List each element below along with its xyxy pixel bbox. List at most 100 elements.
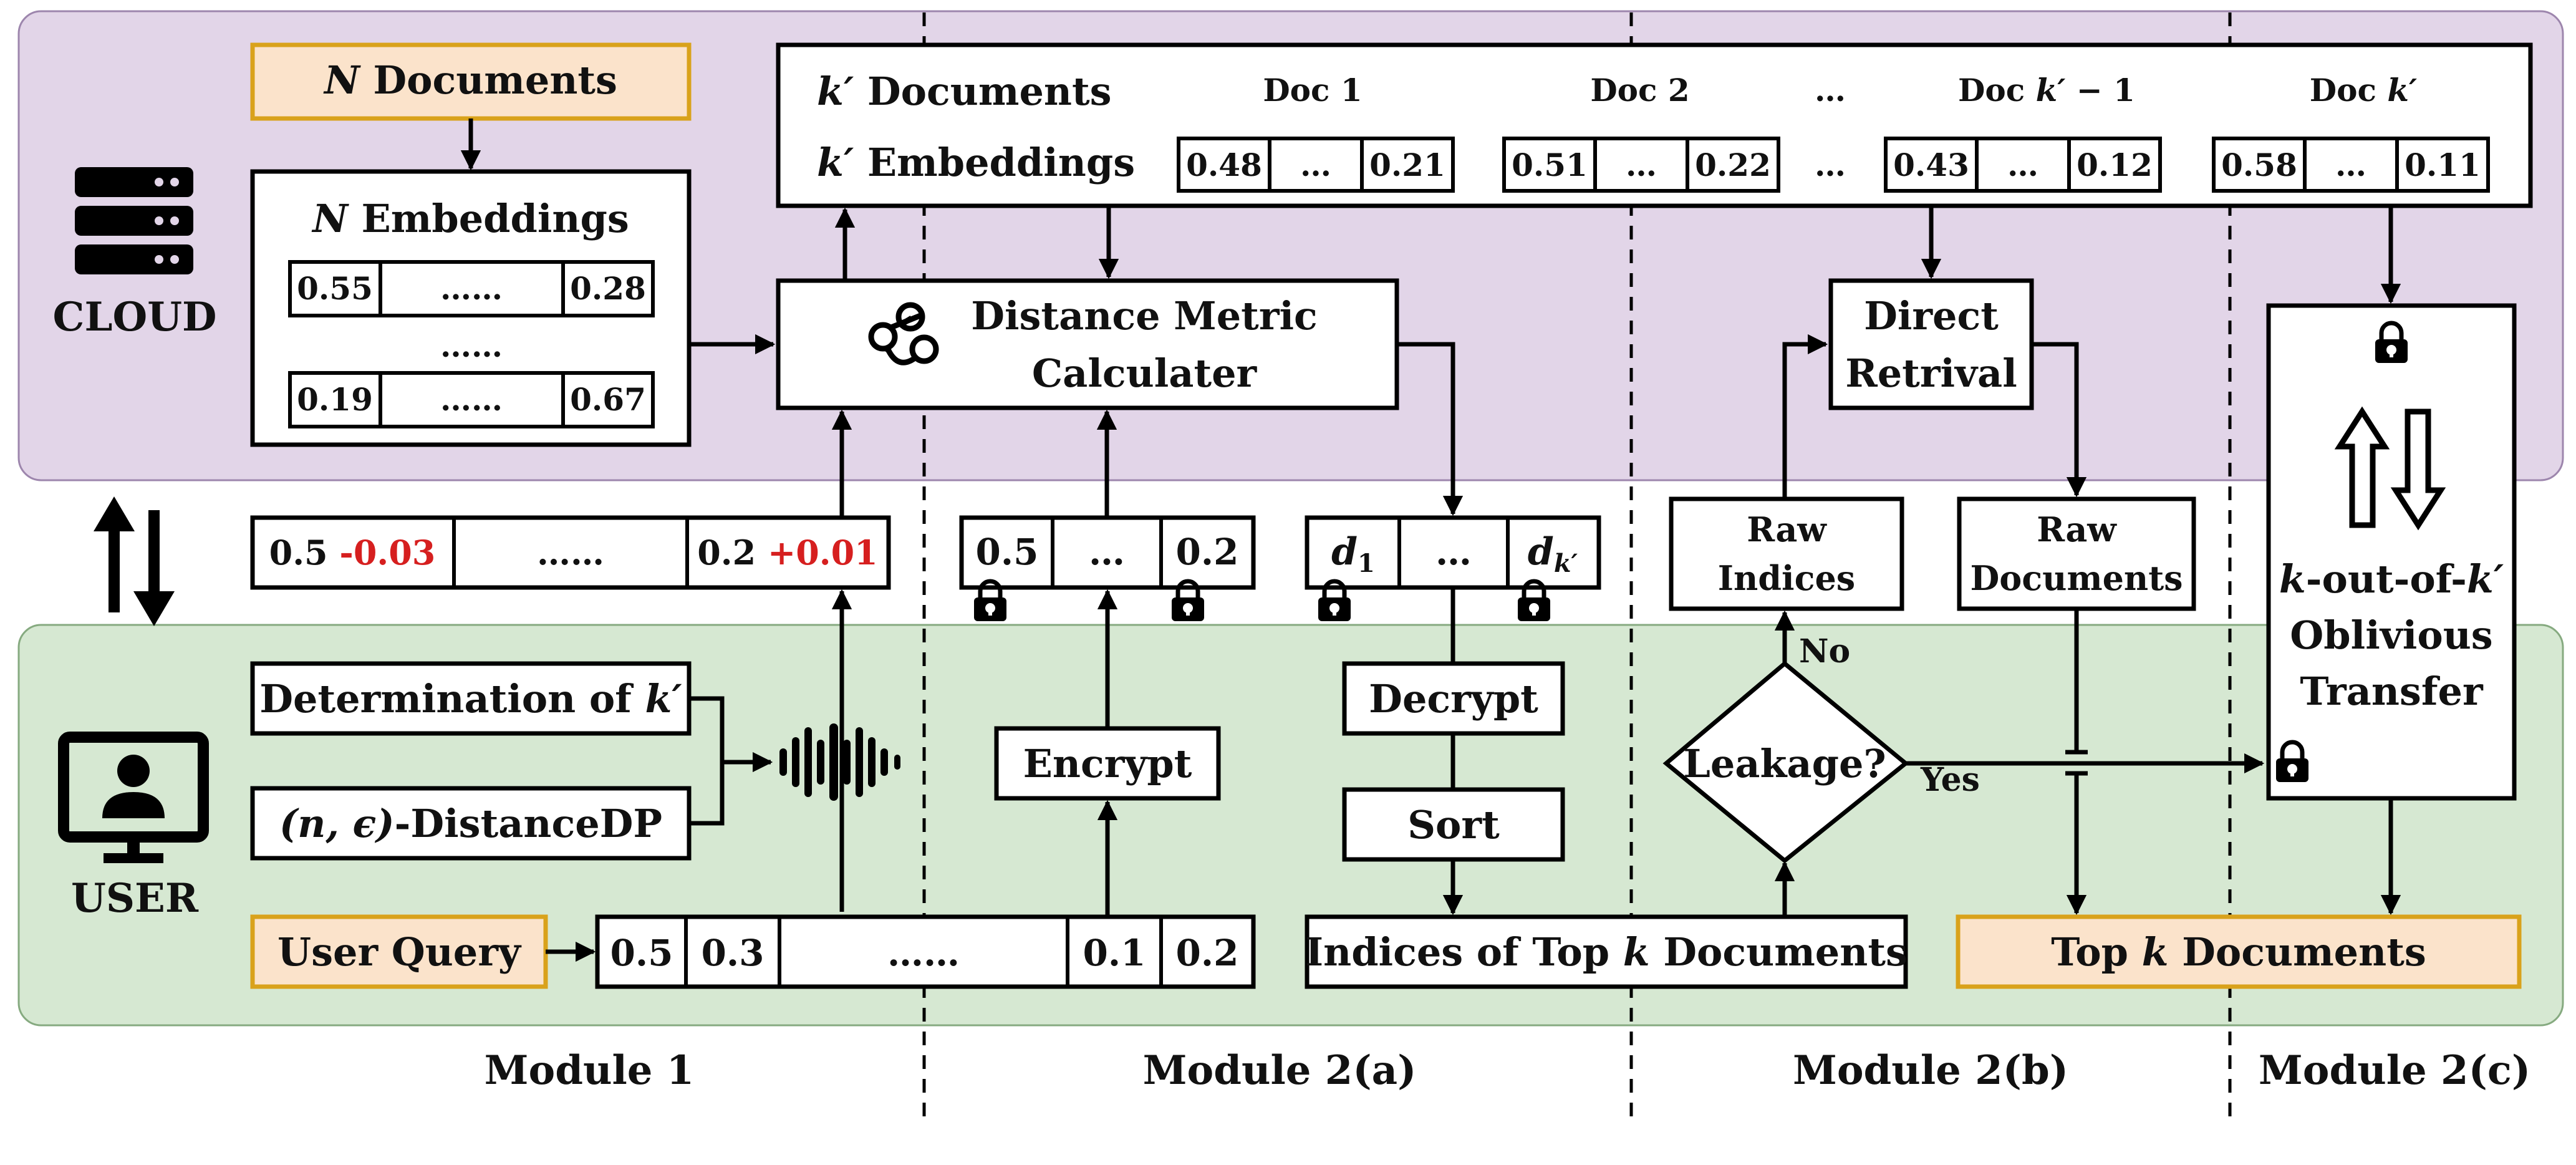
svg-text:0.5: 0.5 bbox=[610, 932, 673, 974]
svg-text:0.3: 0.3 bbox=[702, 932, 765, 974]
embedding-ellipsis: … bbox=[1815, 147, 1846, 183]
top-k-documents-label: Top k Documents bbox=[2051, 929, 2426, 975]
svg-text:…: … bbox=[2007, 147, 2038, 183]
svg-text:…: … bbox=[1626, 147, 1657, 183]
query-vector: 0.5 0.3 …… 0.1 0.2 bbox=[595, 914, 1256, 989]
n-documents-label: N Documents bbox=[323, 57, 617, 103]
svg-text:dk′: dk′ bbox=[1528, 530, 1578, 578]
doc-k-header: Doc k′ bbox=[2310, 72, 2417, 109]
doc-km1-header: Doc k′ − 1 bbox=[1958, 72, 2135, 109]
svg-text:0.2: 0.2 bbox=[1176, 531, 1239, 573]
yes-label: Yes bbox=[1920, 761, 1980, 799]
svg-text:…: … bbox=[2335, 147, 2366, 183]
raw-indices-box bbox=[1669, 496, 1904, 611]
svg-text:0.48: 0.48 bbox=[1186, 147, 1262, 183]
svg-text:…: … bbox=[1089, 531, 1125, 573]
svg-text:…: … bbox=[1300, 147, 1331, 183]
leakage-label: Leakage? bbox=[1683, 741, 1886, 786]
exchange-arrows-icon bbox=[94, 496, 175, 626]
share-graph-icon bbox=[868, 302, 939, 365]
embedding-row-1: 0.55 …… 0.28 bbox=[288, 260, 655, 317]
ot-label-3: Transfer bbox=[2300, 669, 2484, 714]
doc-2-header: Doc 2 bbox=[1590, 72, 1689, 109]
raw-documents-label-2: Documents bbox=[1970, 558, 2183, 598]
raw-indices-label-2: Indices bbox=[1718, 558, 1855, 598]
encrypt-label: Encrypt bbox=[1023, 741, 1192, 786]
doc-k-embedding: 0.58 … 0.11 bbox=[2212, 137, 2490, 193]
svg-text:0.12: 0.12 bbox=[2077, 147, 2153, 183]
k-prime-documents-label: k′ Documents bbox=[817, 69, 1112, 114]
server-icon bbox=[75, 167, 193, 274]
svg-text:0.19: 0.19 bbox=[297, 381, 373, 418]
svg-text:……: …… bbox=[537, 533, 604, 573]
ot-label-1: k-out-of-k′ bbox=[2279, 556, 2504, 602]
decrypt-box bbox=[1342, 661, 1565, 736]
direct-retrival-box bbox=[1828, 278, 2034, 410]
distance-metric-label-1: Distance Metric bbox=[971, 293, 1318, 339]
arrow-distance-to-dvec bbox=[1397, 342, 1464, 516]
user-query-label: User Query bbox=[277, 929, 522, 975]
distance-dp-label: (n, ϵ)-DistanceDP bbox=[279, 801, 662, 846]
svg-text:0.2: 0.2 bbox=[1176, 932, 1239, 974]
svg-text:0.43: 0.43 bbox=[1893, 147, 1969, 183]
distance-dp-box bbox=[250, 786, 692, 861]
determination-k-label: Determination of k′ bbox=[259, 676, 682, 722]
sort-label: Sort bbox=[1407, 802, 1500, 848]
indices-top-k-label: Indices of Top k Documents bbox=[1305, 929, 1908, 975]
oblivious-transfer-box bbox=[2266, 303, 2517, 801]
svg-text:0.1: 0.1 bbox=[1083, 932, 1146, 974]
module-1-label: Module 1 bbox=[485, 1047, 695, 1094]
two-way-arrow-icon bbox=[2334, 406, 2446, 531]
top-k-documents-box bbox=[1956, 914, 2522, 989]
n-documents-box bbox=[250, 42, 692, 121]
raw-documents-label-1: Raw bbox=[2037, 510, 2117, 549]
arrow-direct-to-rawdocs bbox=[2032, 342, 2087, 498]
encrypted-query-vector: 0.5 … 0.2 bbox=[959, 515, 1256, 590]
doc-header-ellipsis: … bbox=[1815, 72, 1846, 109]
svg-text:……: …… bbox=[440, 381, 503, 418]
module-2b-label: Module 2(b) bbox=[1793, 1047, 2068, 1094]
module-2c-label: Module 2(c) bbox=[2259, 1047, 2530, 1094]
merge-connector bbox=[689, 696, 773, 826]
svg-text:0.55: 0.55 bbox=[297, 270, 373, 307]
direct-retrival-label-2: Retrival bbox=[1845, 350, 2017, 396]
doc-1-header: Doc 1 bbox=[1263, 72, 1362, 109]
doc-km1-embedding: 0.43 … 0.12 bbox=[1884, 137, 2162, 193]
user-monitor-icon bbox=[58, 732, 209, 863]
svg-text:……: …… bbox=[887, 932, 960, 974]
distance-vector: d1 … dk′ bbox=[1305, 515, 1601, 590]
noisy-query-vector: 0.5 -0.03 …… 0.2 +0.01 bbox=[250, 515, 891, 590]
audio-wave-icon bbox=[779, 723, 900, 801]
encrypt-box bbox=[994, 726, 1221, 801]
arrow-rawidx-to-direct bbox=[1782, 334, 1828, 499]
ot-label-2: Oblivious bbox=[2290, 612, 2492, 658]
direct-retrival-label-1: Direct bbox=[1864, 293, 1999, 339]
svg-text:d1: d1 bbox=[1331, 530, 1375, 578]
module-2a-label: Module 2(a) bbox=[1143, 1047, 1417, 1094]
raw-documents-box bbox=[1957, 496, 2196, 611]
no-label: No bbox=[1799, 632, 1850, 670]
svg-text:0.5 -0.03: 0.5 -0.03 bbox=[269, 533, 436, 573]
svg-text:0.22: 0.22 bbox=[1695, 147, 1771, 183]
user-query-box bbox=[250, 914, 548, 989]
module-separators bbox=[922, 12, 2232, 1116]
indices-top-k-box bbox=[1305, 914, 1908, 989]
embedding-vdots: …… bbox=[440, 327, 503, 364]
svg-text:0.11: 0.11 bbox=[2405, 147, 2481, 183]
svg-text:0.58: 0.58 bbox=[2221, 147, 2297, 183]
svg-text:0.28: 0.28 bbox=[570, 270, 646, 307]
k-prime-embeddings-label: k′ Embeddings bbox=[817, 140, 1135, 185]
cloud-label: CLOUD bbox=[53, 294, 217, 341]
user-label: USER bbox=[71, 875, 199, 922]
decrypt-label: Decrypt bbox=[1369, 676, 1538, 722]
raw-indices-label-1: Raw bbox=[1747, 510, 1827, 549]
svg-text:0.5: 0.5 bbox=[976, 531, 1039, 573]
doc-2-embedding: 0.51 … 0.22 bbox=[1502, 137, 1780, 193]
leakage-decision bbox=[1662, 660, 1909, 864]
distance-metric-box bbox=[776, 278, 1399, 410]
svg-text:0.21: 0.21 bbox=[1369, 147, 1445, 183]
distance-metric-label-2: Calculater bbox=[1032, 350, 1258, 396]
svg-text:……: …… bbox=[440, 270, 503, 307]
n-embeddings-label: N Embeddings bbox=[311, 196, 629, 241]
